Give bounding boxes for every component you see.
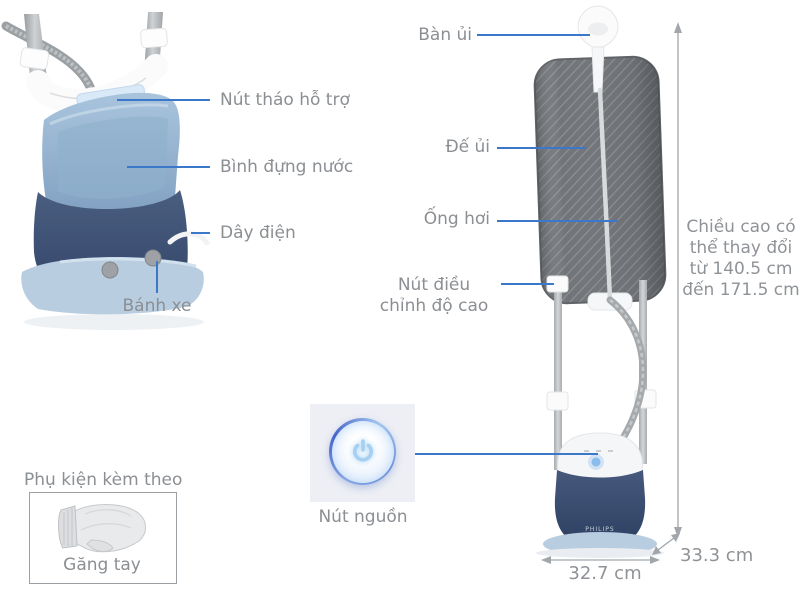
floor-shadow	[24, 314, 204, 330]
height-dimension-arrows	[674, 22, 682, 538]
garment-steamer-illustration: PHILIPS	[533, 5, 682, 564]
water-tank	[42, 92, 180, 229]
base-unit-closeup-illustration	[1, 12, 210, 330]
steamer-base: PHILIPS	[536, 432, 664, 558]
callout-line-wheel	[156, 261, 158, 293]
label-board: Đế ủi	[445, 137, 490, 157]
brand-logo: PHILIPS	[585, 526, 614, 533]
width-dimension-arrows	[541, 556, 660, 564]
base-depth-text: 33.3 cm	[680, 545, 754, 566]
label-height-adjust: Nút điều chỉnh độ cao	[379, 275, 489, 316]
callout-line-power-button	[415, 453, 598, 455]
power-cord	[167, 231, 210, 246]
accessories-box: Găng tay	[29, 492, 177, 584]
pole-clip-left	[546, 391, 569, 411]
callout-line-release-cap	[117, 99, 210, 101]
label-power-button: Nút nguồn	[318, 507, 408, 527]
label-glove: Găng tay	[63, 555, 141, 575]
callout-line-power-cord	[191, 232, 210, 234]
label-power-cord: Dây điện	[220, 223, 296, 243]
accessories-title: Phụ kiện kèm theo	[24, 470, 183, 490]
callout-line-hose	[497, 220, 618, 222]
power-button-closeup	[310, 404, 415, 502]
callout-line-board	[497, 147, 586, 149]
callout-line-height-adjust	[501, 283, 554, 285]
power-button-ring	[329, 418, 396, 485]
glove-image	[58, 504, 146, 553]
depth-dimension-line	[657, 537, 675, 551]
label-hose: Ống hơi	[423, 209, 490, 229]
power-icon	[352, 438, 373, 461]
depth-dimension-arrows	[652, 533, 680, 555]
stand-pole-left	[554, 282, 562, 470]
label-wheel: Bánh xe	[122, 296, 192, 316]
base-plate	[21, 257, 204, 315]
callout-line-steam-head	[477, 34, 590, 36]
label-release-cap: Nút tháo hỗ trợ	[220, 90, 350, 110]
callout-line-water-tank	[127, 166, 210, 168]
base-tank	[554, 470, 646, 546]
base-width-text: 32.7 cm	[568, 563, 642, 584]
steam-hose	[597, 87, 647, 450]
label-water-tank: Bình đựng nước	[220, 157, 354, 177]
power-button-face	[331, 420, 394, 483]
label-steam-head: Bàn ủi	[418, 25, 472, 45]
steam-head	[577, 5, 619, 93]
height-range-text: Chiều cao có thể thay đổi từ 140.5 cm đế…	[682, 217, 800, 300]
garment-board	[533, 55, 667, 305]
support-pole-left	[19, 14, 50, 88]
